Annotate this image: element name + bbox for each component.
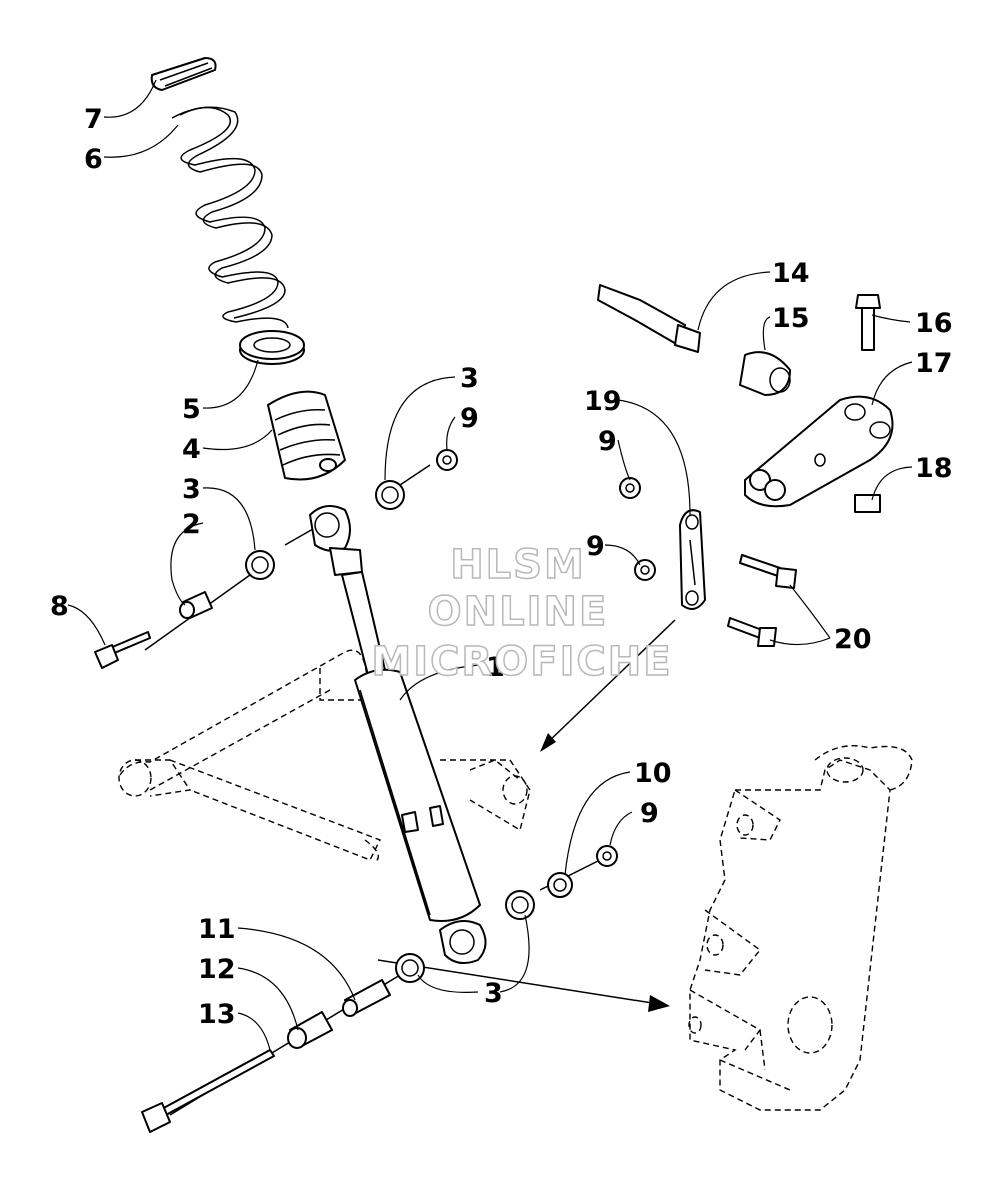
shock-absorber (309, 505, 487, 965)
watermark-line-3: MICROFICHE (371, 639, 672, 685)
callout-4: 4 (182, 434, 201, 465)
nut-linkage-lower (634, 559, 656, 581)
nut-linkage-upper (619, 477, 641, 499)
spring-retainer (150, 57, 217, 91)
callout-16: 16 (915, 308, 953, 339)
callout-5: 5 (182, 394, 201, 425)
callout-15: 15 (772, 303, 810, 334)
spacer (179, 591, 213, 619)
sleeve-11 (342, 979, 391, 1017)
watermark-line-1: HLSM (450, 542, 586, 588)
spring-adjuster (239, 330, 305, 365)
callout-3-lower: 3 (484, 978, 503, 1009)
bump-stop (267, 390, 346, 481)
nut-upper (436, 449, 458, 471)
callout-1: 1 (486, 652, 505, 683)
callout-6: 6 (84, 144, 103, 175)
nut-18 (854, 494, 881, 513)
bushing-15 (739, 351, 791, 396)
collar-lower-right (505, 890, 535, 920)
leader-lines (67, 79, 913, 1051)
collar-upper-left (245, 550, 275, 580)
callout-9-linkage-lower: 9 (586, 531, 605, 562)
washer (547, 872, 573, 898)
callout-2: 2 (182, 509, 201, 540)
pitman-arm (744, 395, 894, 508)
bolt-lower (141, 1049, 275, 1133)
a-arm (118, 649, 531, 863)
callout-19: 19 (584, 386, 622, 417)
bolt-16 (855, 294, 881, 351)
nut-lower (596, 845, 618, 867)
linkage (679, 509, 706, 610)
callout-18: 18 (915, 453, 953, 484)
callout-14: 14 (772, 258, 810, 289)
callout-17: 17 (915, 348, 953, 379)
callout-12: 12 (198, 954, 236, 985)
sleeve-12 (287, 1011, 333, 1049)
collar-upper-right (375, 480, 405, 510)
bolt-20-lower (727, 617, 777, 647)
callout-9-lower: 9 (640, 798, 659, 829)
bolt-upper (94, 631, 151, 669)
callout-labels: 7 6 5 4 3 9 3 2 8 1 14 15 16 17 18 19 9 … (50, 104, 953, 1030)
callout-11: 11 (198, 914, 236, 945)
collar-lower-left (395, 953, 425, 983)
callout-3-upper-left: 3 (182, 474, 201, 505)
watermark-line-2: ONLINE (428, 589, 609, 635)
callout-13: 13 (198, 999, 236, 1030)
coil-spring (171, 106, 289, 329)
callout-10: 10 (634, 758, 672, 789)
callout-20: 20 (834, 624, 872, 655)
callout-3-upper-right: 3 (460, 363, 479, 394)
steering-knuckle (688, 745, 913, 1111)
tie-rod (597, 284, 701, 353)
callout-9-linkage-upper: 9 (598, 426, 617, 457)
callout-7: 7 (84, 104, 103, 135)
callout-9-upper: 9 (460, 403, 479, 434)
callout-8: 8 (50, 591, 69, 622)
bolt-20-upper (739, 554, 797, 589)
watermark: HLSM ONLINE MICROFICHE (371, 541, 672, 686)
